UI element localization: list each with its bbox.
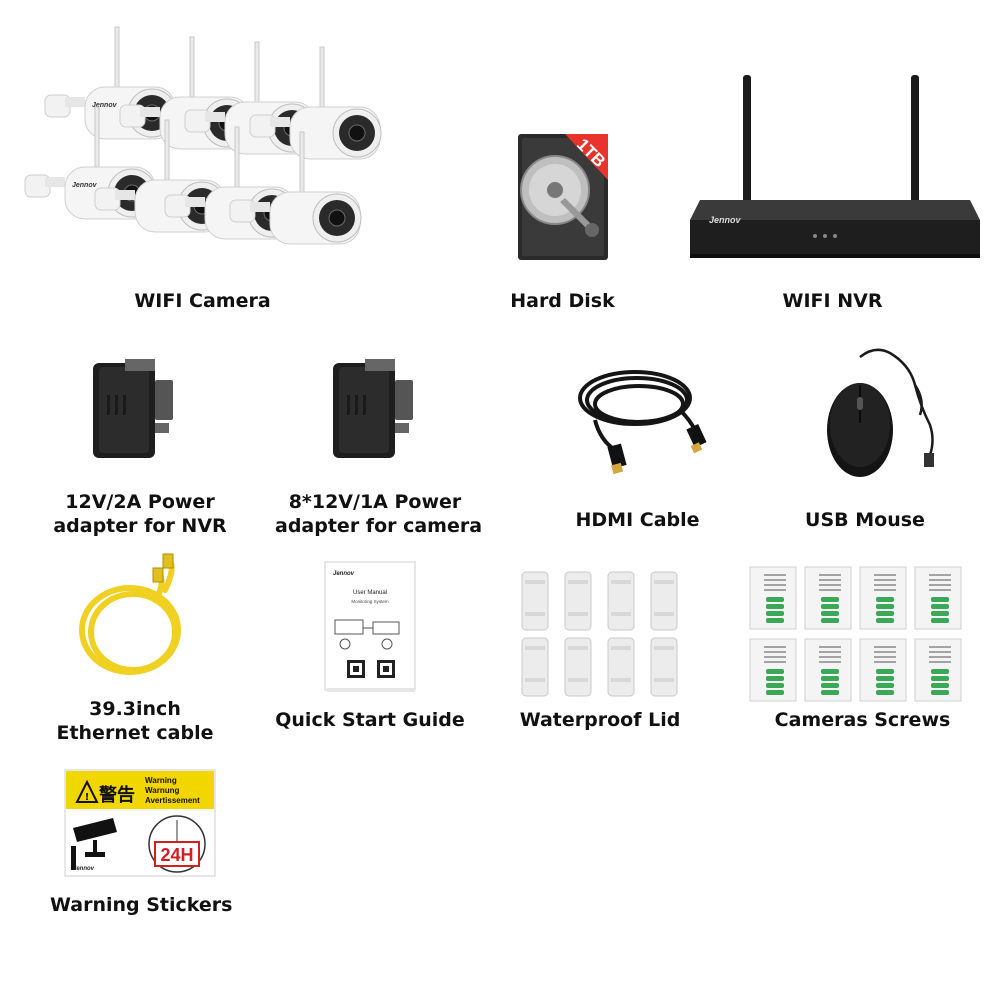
wifi-nvr-image: Jennov xyxy=(690,75,980,258)
waterproof-lid-image xyxy=(521,571,678,697)
warning-de: Warnung xyxy=(145,786,179,795)
nvr-brand: Jennov xyxy=(709,215,742,225)
waterproof-lid-unit xyxy=(521,637,549,697)
hard-disk-image: 1TB xyxy=(518,134,609,260)
camera-adapter-label-line1: 8*12V/1A Power xyxy=(288,491,462,513)
guide-brand: Jennov xyxy=(333,571,355,577)
waterproof-lid-unit xyxy=(564,571,592,631)
screw-pack xyxy=(804,566,852,630)
waterproof-lid-group xyxy=(518,568,683,698)
hdmi-cable-group xyxy=(575,360,715,480)
wifi-nvr-label: WIFI NVR xyxy=(782,290,883,312)
screw-pack xyxy=(859,566,907,630)
camera-brand: Jennov xyxy=(92,102,118,109)
nvr-adapter-group xyxy=(85,355,185,460)
hard-disk-label: Hard Disk xyxy=(510,290,615,312)
warning-en: Warning xyxy=(145,776,177,785)
nvr-antenna-left xyxy=(743,75,751,203)
usb-mouse-image xyxy=(827,348,934,477)
camera-adapter-label: 8*12V/1A Power adapter for camera xyxy=(275,490,483,538)
quick-start-guide-group: Jennov User Manual Monitoring System xyxy=(324,561,417,692)
svg-text:!: ! xyxy=(85,792,90,803)
hard-disk-group: 1TB xyxy=(510,120,620,265)
usb-mouse-group xyxy=(820,345,940,480)
waterproof-lid-unit xyxy=(607,637,635,697)
camera-brand: Jennov xyxy=(72,182,98,189)
warning-24h: 24H xyxy=(160,845,193,865)
waterproof-lid-unit xyxy=(607,571,635,631)
warning-sticker-image: ! 警告 Warning Warnung Avertissement 24H J… xyxy=(64,769,216,877)
warning-sticker-group: ! 警告 Warning Warnung Avertissement 24H J… xyxy=(64,769,216,880)
screw-pack xyxy=(804,638,852,702)
nvr-adapter-label-line1: 12V/2A Power xyxy=(65,491,215,513)
ethernet-cable-label-line1: 39.3inch xyxy=(89,698,181,720)
screw-pack xyxy=(749,566,797,630)
waterproof-lid-unit xyxy=(650,637,678,697)
camera-unit xyxy=(249,46,382,160)
camera-adapter-image xyxy=(333,359,413,458)
camera-screws-group xyxy=(748,565,963,702)
nvr-antenna-right xyxy=(911,75,919,203)
nvr-adapter-image xyxy=(93,359,173,458)
ethernet-cable-image xyxy=(79,553,181,675)
usb-mouse-label: USB Mouse xyxy=(805,509,925,531)
camera-unit xyxy=(229,131,362,245)
camera-unit: Jennov xyxy=(44,26,177,140)
guide-subtitle: Monitoring System xyxy=(351,599,389,604)
nvr-adapter-label-line2: adapter for NVR xyxy=(53,515,227,537)
quick-start-guide-label: Quick Start Guide xyxy=(275,709,465,731)
camera-adapter-group xyxy=(325,355,425,460)
screw-pack xyxy=(859,638,907,702)
hdmi-cable-label: HDMI Cable xyxy=(575,509,700,531)
nvr-adapter-label: 12V/2A Power adapter for NVR xyxy=(50,490,230,538)
warning-brand: Jennov xyxy=(73,866,95,872)
screw-pack xyxy=(749,638,797,702)
screw-pack xyxy=(914,638,962,702)
warning-fr: Avertissement xyxy=(145,796,200,805)
quick-start-guide-image: Jennov User Manual Monitoring System xyxy=(324,561,416,692)
ethernet-cable-label-line2: Ethernet cable xyxy=(56,722,214,744)
warning-chinese: 警告 xyxy=(99,784,135,806)
waterproof-lid-unit xyxy=(521,571,549,631)
camera-screws-label: Cameras Screws xyxy=(774,709,951,731)
screw-pack xyxy=(914,566,962,630)
warning-stickers-label: Warning Stickers xyxy=(50,894,233,916)
waterproof-lid-unit xyxy=(650,571,678,631)
guide-title: User Manual xyxy=(353,590,387,596)
waterproof-lid-label: Waterproof Lid xyxy=(519,709,681,731)
ethernet-cable-label: 39.3inch Ethernet cable xyxy=(50,697,220,745)
wifi-nvr-group: Jennov xyxy=(685,70,985,270)
camera-screws-image xyxy=(749,566,962,702)
camera-adapter-label-line2: adapter for camera xyxy=(275,515,483,537)
ethernet-cable-group xyxy=(75,550,205,685)
wifi-camera-label: WIFI Camera xyxy=(134,290,271,312)
hdmi-cable-image xyxy=(578,370,707,475)
waterproof-lid-unit xyxy=(564,637,592,697)
